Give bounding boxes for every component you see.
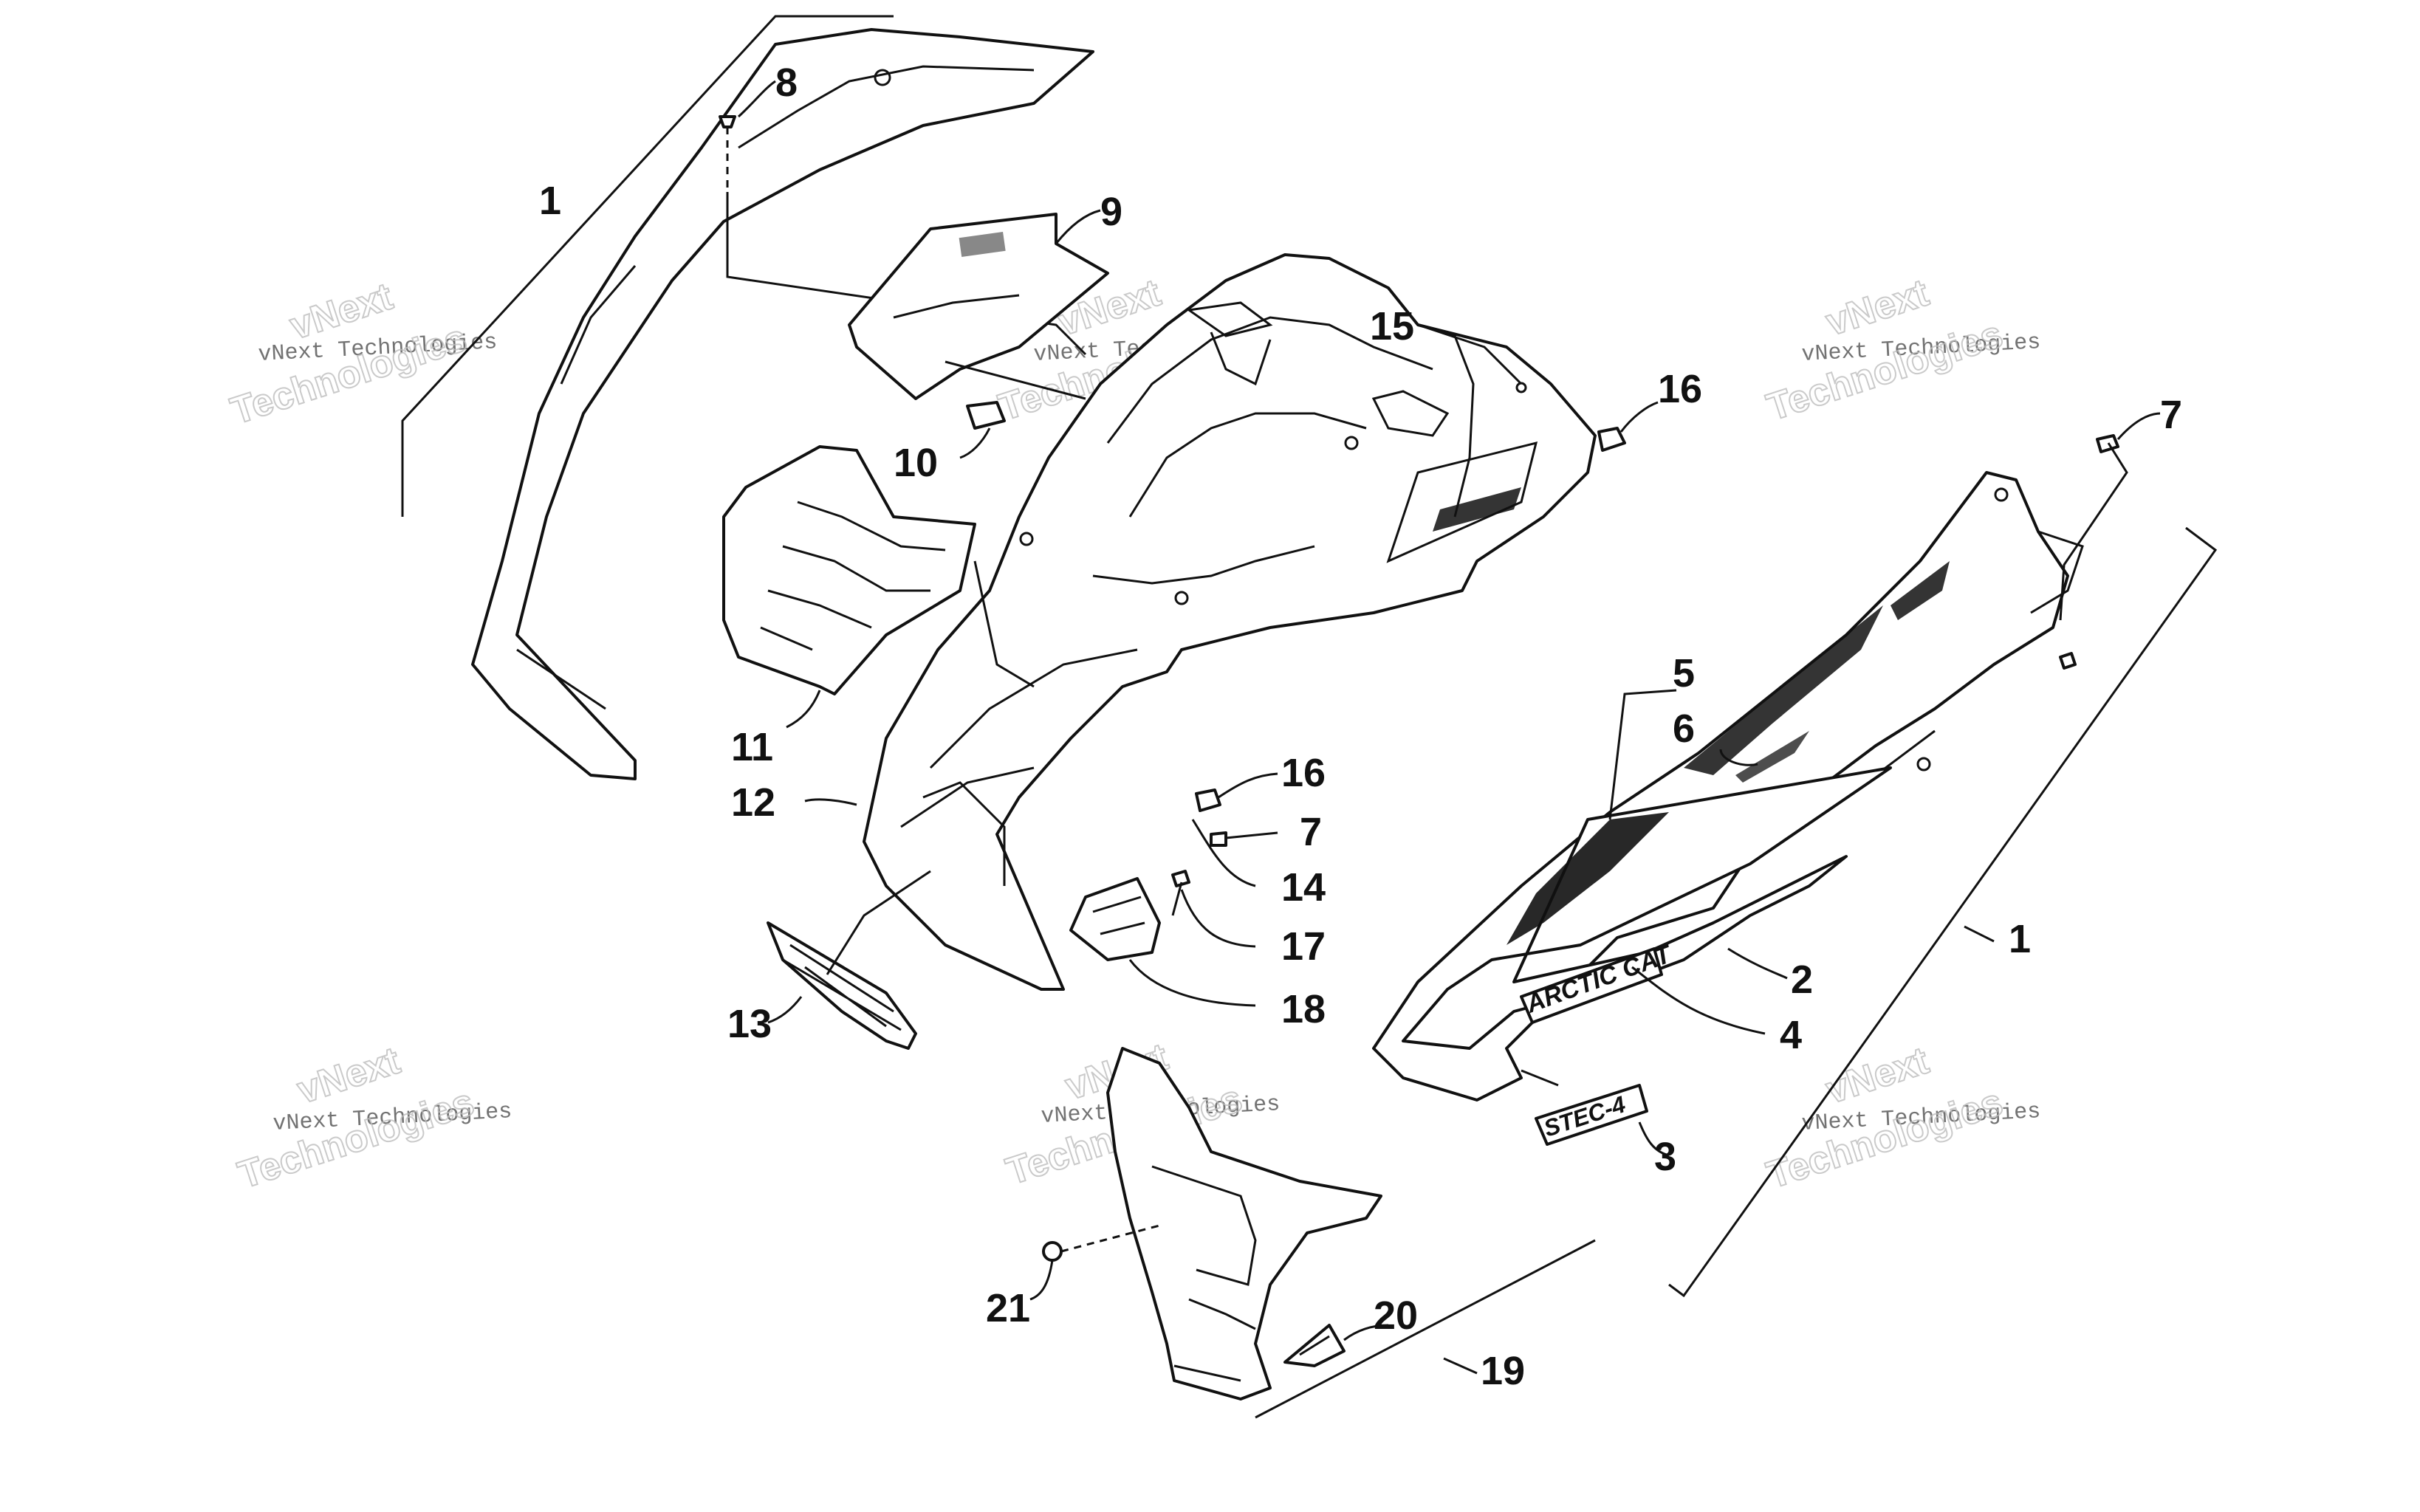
callout-group-15: 15 bbox=[1370, 304, 1527, 518]
watermark-line2: Technologies bbox=[233, 1081, 479, 1197]
callout-8: 8 bbox=[775, 61, 798, 105]
vent-part-11: 11 bbox=[722, 445, 976, 769]
callout-11: 11 bbox=[731, 725, 773, 769]
leader-group-1-left: 1 bbox=[401, 15, 894, 517]
callout-5: 5 bbox=[1673, 651, 1695, 695]
callout-4: 4 bbox=[1780, 1013, 1802, 1057]
model-decal-part-3: STEC-4 3 bbox=[1521, 1069, 1676, 1179]
decal-graphics bbox=[1402, 561, 1950, 1050]
callout-6: 6 bbox=[1673, 707, 1695, 751]
panel-part-9: 9 bbox=[848, 190, 1122, 400]
callout-15: 15 bbox=[1370, 304, 1414, 348]
callout-18: 18 bbox=[1281, 987, 1326, 1031]
callout-9: 9 bbox=[1100, 190, 1122, 234]
watermark-line2: Technologies bbox=[1762, 1081, 2008, 1197]
callout-1-left: 1 bbox=[539, 179, 561, 223]
callout-13: 13 bbox=[727, 1002, 772, 1046]
callout-10: 10 bbox=[894, 441, 938, 485]
model-decal-text: STEC-4 bbox=[1540, 1090, 1629, 1141]
mesh-part-13: 13 bbox=[727, 870, 931, 1050]
clip-part-10: 10 bbox=[894, 401, 1006, 485]
callout-16-bottom: 16 bbox=[1281, 751, 1326, 795]
callout-20: 20 bbox=[1374, 1293, 1418, 1338]
hood-part-12: 12 bbox=[731, 253, 1597, 991]
watermark-line1: vNext bbox=[1821, 1039, 1934, 1112]
callout-2: 2 bbox=[1791, 958, 1813, 1002]
screw-part-21: 21 bbox=[986, 1224, 1160, 1330]
watermark-bottom-left: vNext Technologies vNext Technologies bbox=[233, 1038, 513, 1197]
callout-7-center: 7 bbox=[1300, 810, 1322, 854]
callout-16-top: 16 bbox=[1658, 367, 1702, 411]
callout-3: 3 bbox=[1654, 1135, 1676, 1179]
watermark-line2: Technologies bbox=[226, 317, 472, 433]
callout-14: 14 bbox=[1281, 865, 1326, 910]
watermark-line1: vNext bbox=[1821, 271, 1934, 344]
small-fasteners-group: 16 7 14 17 18 bbox=[1069, 751, 1326, 1031]
watermark-top-right: vNext Technologies vNext Technologies bbox=[1761, 270, 2041, 430]
callout-12: 12 bbox=[731, 780, 775, 825]
callout-1-right: 1 bbox=[2009, 917, 2031, 961]
left-side-panel bbox=[471, 28, 1094, 780]
watermark-bottom-right: vNext Technologies vNext Technologies bbox=[1761, 1038, 2041, 1197]
watermark-top-left: vNext Technologies vNext Technologies bbox=[225, 274, 498, 433]
clip-part-16-top: 16 bbox=[1597, 367, 1702, 452]
right-panel-callouts: 5 6 2 1 bbox=[1608, 526, 2218, 1298]
mesh-part-20: 20 bbox=[1283, 1293, 1418, 1367]
watermark-line1: vNext bbox=[292, 1039, 405, 1112]
callout-17: 17 bbox=[1281, 924, 1326, 969]
screw-part-7-right: 7 bbox=[2059, 393, 2182, 670]
watermark-line2: Technologies bbox=[1762, 313, 2008, 430]
callout-21: 21 bbox=[986, 1286, 1030, 1330]
callout-7-right: 7 bbox=[2160, 393, 2182, 437]
callout-19: 19 bbox=[1481, 1349, 1525, 1393]
lower-nose-part-19: 19 bbox=[1106, 1047, 1596, 1419]
